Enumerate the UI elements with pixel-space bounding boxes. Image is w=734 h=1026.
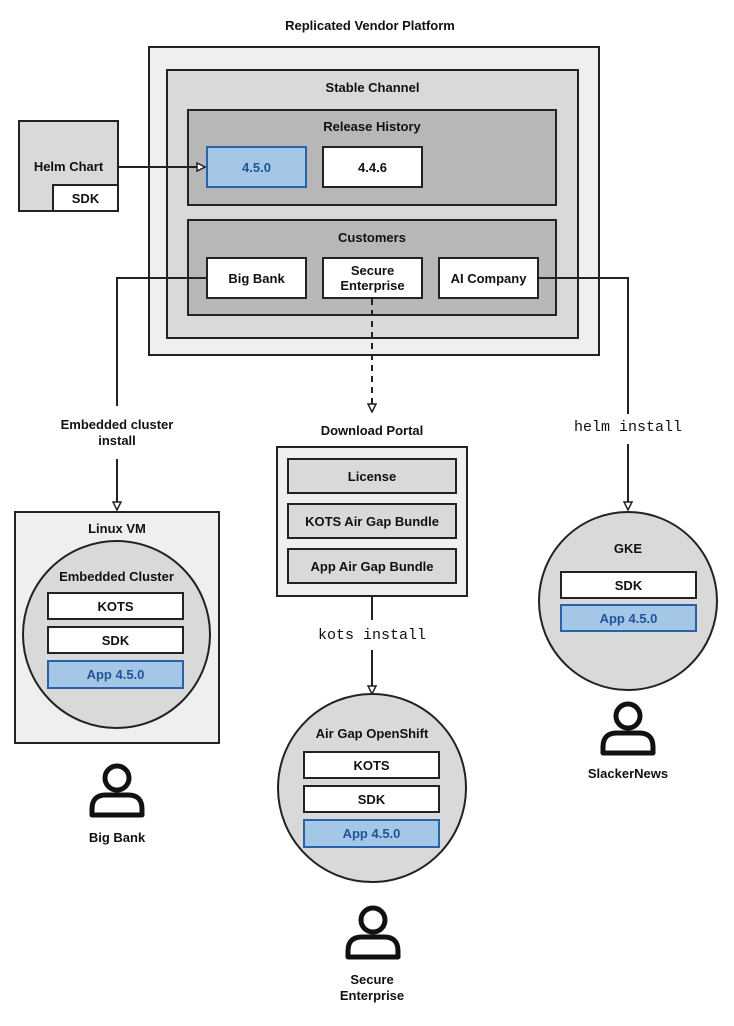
big-bank-user-icon: [89, 763, 145, 818]
download-portal-title: Download Portal: [320, 423, 424, 438]
portal-license[interactable]: License: [287, 458, 457, 494]
openshift-title: Air Gap OpenShift: [315, 726, 429, 741]
portal-app-bundle[interactable]: App Air Gap Bundle: [287, 548, 457, 584]
kots-install-label: kots install: [317, 627, 427, 644]
embedded-cluster-title: Embedded Cluster: [59, 569, 174, 584]
customer-secure-enterprise[interactable]: Secure Enterprise: [322, 257, 423, 299]
helm-sdk: SDK: [52, 184, 119, 212]
openshift-kots: KOTS: [303, 751, 440, 779]
helm-install-label: helm install: [573, 419, 683, 436]
release-history-title: Release History: [323, 119, 421, 134]
customer-ai-company[interactable]: AI Company: [438, 257, 539, 299]
big-bank-user-label: Big Bank: [88, 830, 146, 845]
secure-enterprise-user-label: Secure Enterprise: [339, 972, 405, 1003]
gke-app: App 4.5.0: [560, 604, 697, 632]
slacker-news-user-label: SlackerNews: [587, 766, 669, 781]
portal-kots-bundle[interactable]: KOTS Air Gap Bundle: [287, 503, 457, 539]
openshift-app: App 4.5.0: [303, 819, 440, 848]
vm-sdk: SDK: [47, 626, 184, 654]
vm-app: App 4.5.0: [47, 660, 184, 689]
gke-title: GKE: [613, 541, 643, 556]
release-4-4-6[interactable]: 4.4.6: [322, 146, 423, 188]
platform-title: Replicated Vendor Platform: [285, 18, 455, 33]
linux-vm-title: Linux VM: [88, 521, 146, 536]
secure-enterprise-user-icon: [345, 905, 401, 960]
stable-channel-title: Stable Channel: [325, 80, 420, 95]
release-4-5-0[interactable]: 4.5.0: [206, 146, 307, 188]
gke-circle: [538, 511, 718, 691]
helm-chart-title: Helm Chart: [33, 159, 104, 174]
embedded-install-label: Embedded cluster install: [60, 417, 174, 448]
openshift-sdk: SDK: [303, 785, 440, 813]
gke-sdk: SDK: [560, 571, 697, 599]
customer-big-bank[interactable]: Big Bank: [206, 257, 307, 299]
customers-title: Customers: [338, 230, 406, 245]
slacker-news-user-icon: [600, 701, 656, 756]
vm-kots: KOTS: [47, 592, 184, 620]
